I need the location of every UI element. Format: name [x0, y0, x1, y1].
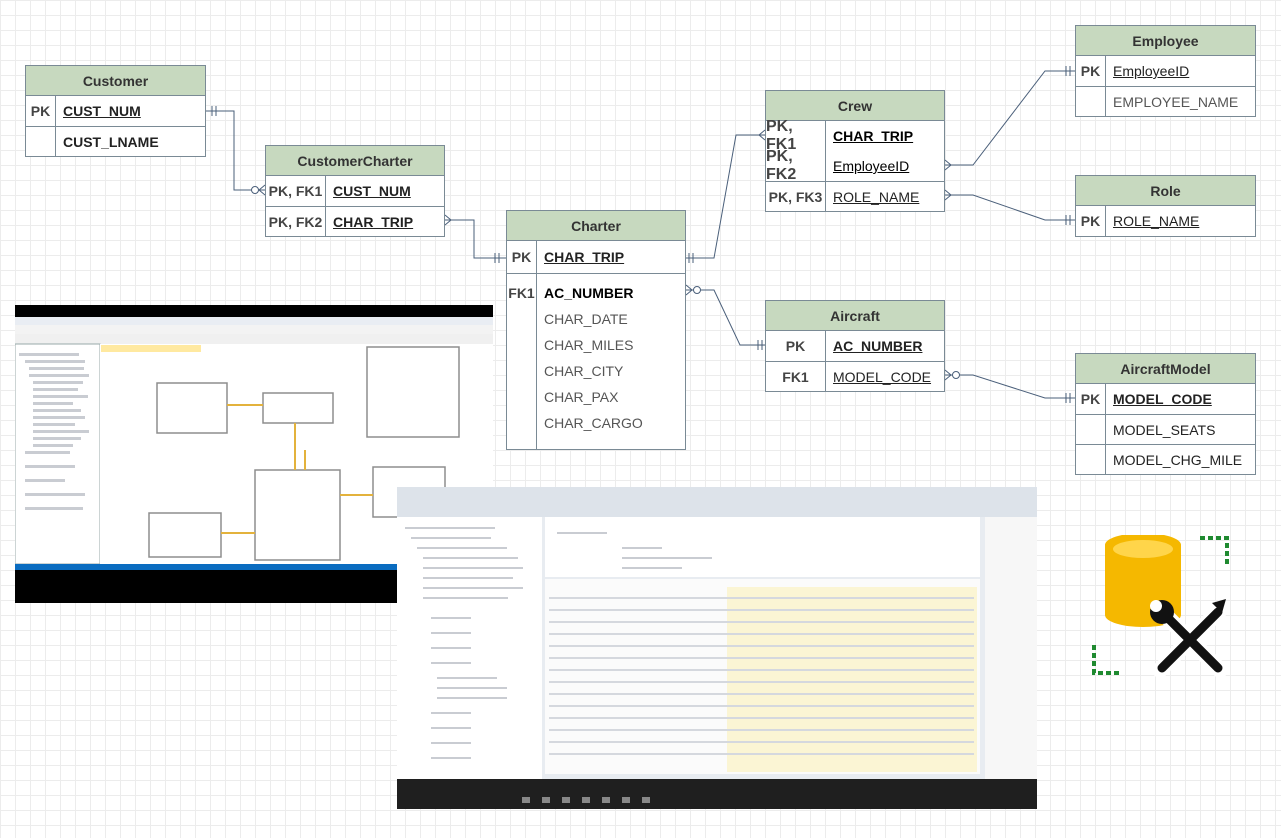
attribute-name: CHAR_TRIP [333, 213, 414, 230]
entity-row: CUST_LNAME [26, 126, 205, 156]
ssms-diagram-thumbnail [15, 317, 493, 570]
key-label [1076, 87, 1106, 116]
attribute-name: MODEL_CODE [833, 368, 932, 385]
attribute-name: ROLE_NAME [833, 188, 920, 205]
entity-title: AircraftModel [1076, 354, 1255, 384]
key-label: PK [1076, 384, 1106, 414]
key-label: FK1 [766, 362, 826, 391]
entity-row: PK, FK3 ROLE_NAME [766, 181, 944, 211]
ssms-query-screenshot [397, 487, 1037, 809]
attribute-name: MODEL_CHG_MILE [1113, 451, 1243, 468]
entity-row: MODEL_SEATS [1076, 414, 1255, 444]
attribute-name: CHAR_PAX [544, 389, 619, 405]
entity-title: Charter [507, 211, 685, 241]
entity-employee[interactable]: Employee PK EmployeeID EMPLOYEE_NAME [1075, 25, 1256, 117]
attribute-name: CUST_NUM [333, 183, 411, 199]
attribute-name: AC_NUMBER [833, 338, 923, 354]
rel-crew-employee [945, 70, 1075, 166]
attribute-name: CHAR_TRIP [544, 249, 625, 265]
entity-title: Employee [1076, 26, 1255, 56]
attribute-name: EmployeeID [833, 158, 910, 174]
attribute-name: CUST_LNAME [63, 133, 159, 150]
key-label: PK [1076, 206, 1106, 236]
entity-row: PK AC_NUMBER [766, 331, 944, 361]
entity-row: MODEL_CHG_MILE [1076, 444, 1255, 474]
rel-charter-aircraft [686, 289, 765, 346]
entity-customercharter[interactable]: CustomerCharter PK, FK1 CUST_NUM PK, FK2… [265, 145, 445, 237]
entity-row: PK CUST_NUM [26, 96, 205, 126]
attribute-name: CHAR_MILES [544, 337, 634, 353]
ssms-query-thumbnail [397, 487, 1037, 809]
key-label: PK [1076, 56, 1106, 86]
attribute-name: EmployeeID [1113, 63, 1190, 79]
entity-title: CustomerCharter [266, 146, 444, 176]
ssms-diagram-screenshot [15, 305, 493, 603]
key-label: FK1 [508, 285, 535, 301]
entity-crew[interactable]: Crew PK, FK1 PK, FK2 CHAR_TRIP EmployeeI… [765, 90, 945, 212]
attribute-name: MODEL_SEATS [1113, 421, 1216, 438]
entity-row: PK, FK1 CUST_NUM [266, 176, 444, 206]
entity-role[interactable]: Role PK ROLE_NAME [1075, 175, 1256, 237]
key-label [26, 127, 56, 156]
entity-row: EMPLOYEE_NAME [1076, 86, 1255, 116]
attribute-name: CHAR_DATE [544, 311, 628, 327]
entity-charter[interactable]: Charter PK CHAR_TRIP FK1 AC_NUMBER CHAR_… [506, 210, 686, 450]
attribute-name: MODEL_CODE [1113, 391, 1212, 407]
attribute-name: CHAR_TRIP [833, 128, 914, 144]
rel-crew-role [945, 194, 1075, 221]
key-label: PK, FK1 [266, 176, 326, 206]
key-label: PK, FK2 [266, 207, 326, 236]
entity-row: FK1 MODEL_CODE [766, 361, 944, 391]
key-label [1076, 415, 1106, 444]
entity-row: PK ROLE_NAME [1076, 206, 1255, 236]
key-label: PK [507, 241, 537, 273]
entity-title: Crew [766, 91, 944, 121]
attribute-name: CUST_NUM [63, 103, 141, 119]
entity-title: Role [1076, 176, 1255, 206]
attribute-name: ROLE_NAME [1113, 213, 1200, 229]
rel-charter-crew [686, 134, 765, 259]
key-label: PK [26, 96, 56, 126]
key-label: PK, FK2 [766, 148, 797, 183]
attribute-name: EMPLOYEE_NAME [1113, 93, 1239, 110]
key-label: PK, FK1 [766, 118, 797, 153]
rel-customercharter-charter [445, 219, 506, 259]
attribute-name: CHAR_CITY [544, 363, 624, 379]
key-label: PK [766, 331, 826, 361]
attribute-name: AC_NUMBER [544, 285, 634, 301]
entity-customer[interactable]: Customer PK CUST_NUM CUST_LNAME [25, 65, 206, 157]
key-label: PK, FK3 [766, 182, 826, 211]
rel-aircraft-aircraftmodel [945, 374, 1075, 399]
entity-title: Aircraft [766, 301, 944, 331]
entity-aircraft[interactable]: Aircraft PK AC_NUMBER FK1 MODEL_CODE [765, 300, 945, 392]
entity-row: PK, FK2 CHAR_TRIP [266, 206, 444, 236]
rel-customer-customercharter [206, 110, 265, 191]
entity-row: PK EmployeeID [1076, 56, 1255, 86]
entity-title: Customer [26, 66, 205, 96]
key-label [1076, 445, 1106, 474]
entity-aircraftmodel[interactable]: AircraftModel PK MODEL_CODE MODEL_SEATS … [1075, 353, 1256, 475]
database-settings-icon [1090, 533, 1235, 680]
attribute-name: CHAR_CARGO [544, 415, 643, 431]
entity-row: PK CHAR_TRIP [507, 241, 685, 273]
entity-row: PK MODEL_CODE [1076, 384, 1255, 414]
